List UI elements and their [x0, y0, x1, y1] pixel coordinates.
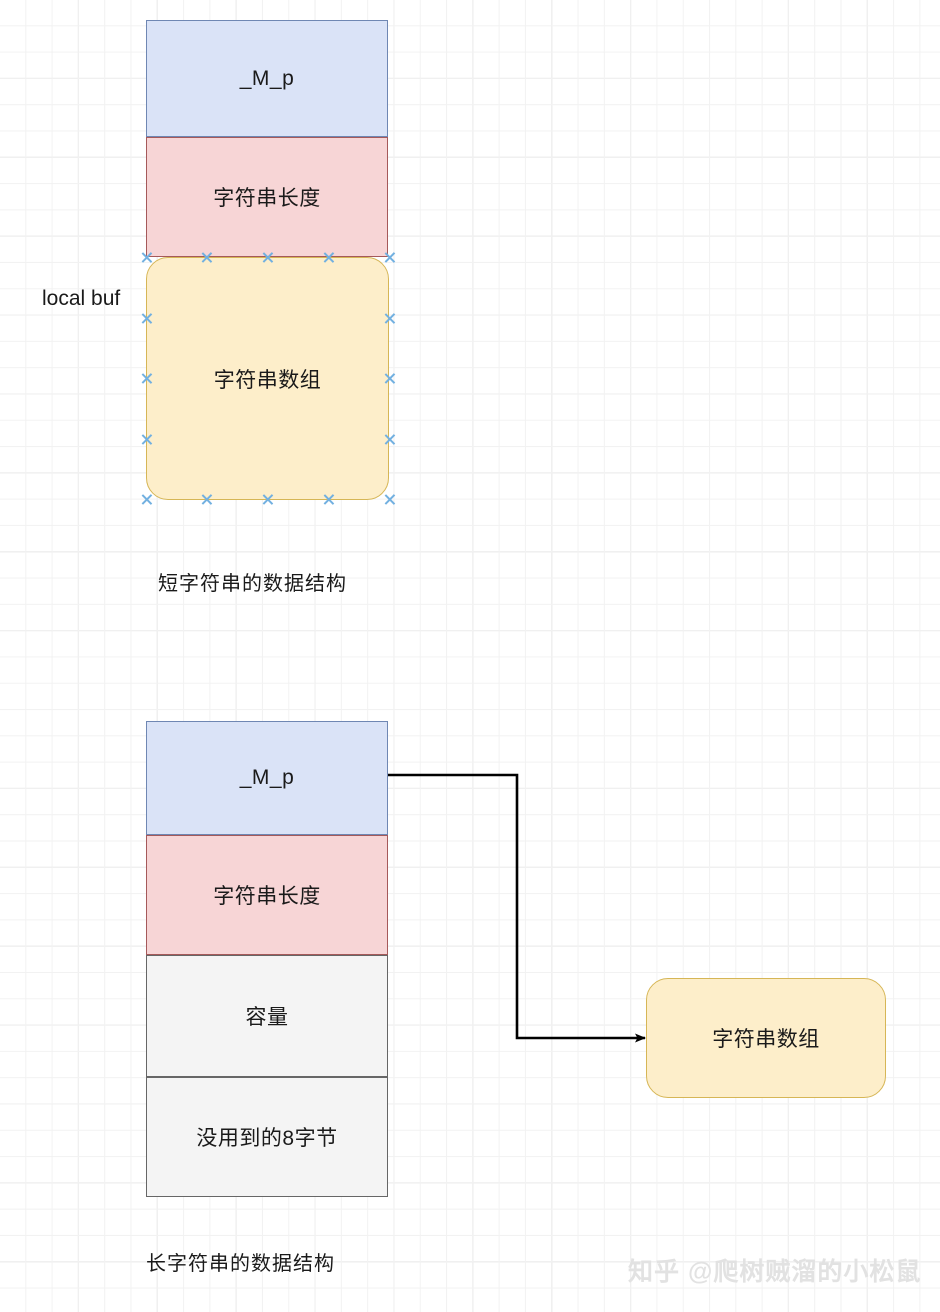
long-struct-caption: 长字符串的数据结构	[146, 1253, 335, 1275]
long-struct-capacity-label: 容量	[245, 1006, 289, 1029]
short-struct-pointer-box[interactable]: _M_p	[146, 20, 388, 137]
long-struct-unused-label: 没用到的8字节	[196, 1127, 338, 1150]
connector-path	[388, 773, 646, 1043]
long-struct-pointer-label: _M_p	[239, 766, 295, 789]
short-struct-buffer-box[interactable]: 字符串数组	[146, 257, 389, 500]
short-struct-length-label: 字符串长度	[213, 187, 321, 210]
short-struct-caption: 短字符串的数据结构	[158, 573, 347, 595]
long-struct-capacity-box[interactable]: 容量	[146, 955, 388, 1077]
long-struct-heap-buffer-box[interactable]: 字符串数组	[646, 978, 886, 1098]
long-struct-length-label: 字符串长度	[213, 885, 321, 908]
short-struct-buffer-label: 字符串数组	[213, 368, 322, 392]
selection-handle-bottom-left[interactable]	[140, 493, 153, 506]
short-struct-length-box[interactable]: 字符串长度	[146, 137, 388, 257]
long-struct-heap-buffer-label: 字符串数组	[712, 1028, 820, 1051]
long-struct-length-box[interactable]: 字符串长度	[146, 835, 388, 955]
short-struct-pointer-label: _M_p	[239, 66, 295, 90]
selection-handle-bottom-right[interactable]	[383, 493, 396, 506]
long-struct-pointer-box[interactable]: _M_p	[146, 721, 388, 835]
local-buf-label: local buf	[42, 287, 121, 310]
long-struct-unused-box[interactable]: 没用到的8字节	[146, 1077, 388, 1197]
watermark: 知乎 @爬树贼溜的小松鼠	[628, 1258, 922, 1286]
